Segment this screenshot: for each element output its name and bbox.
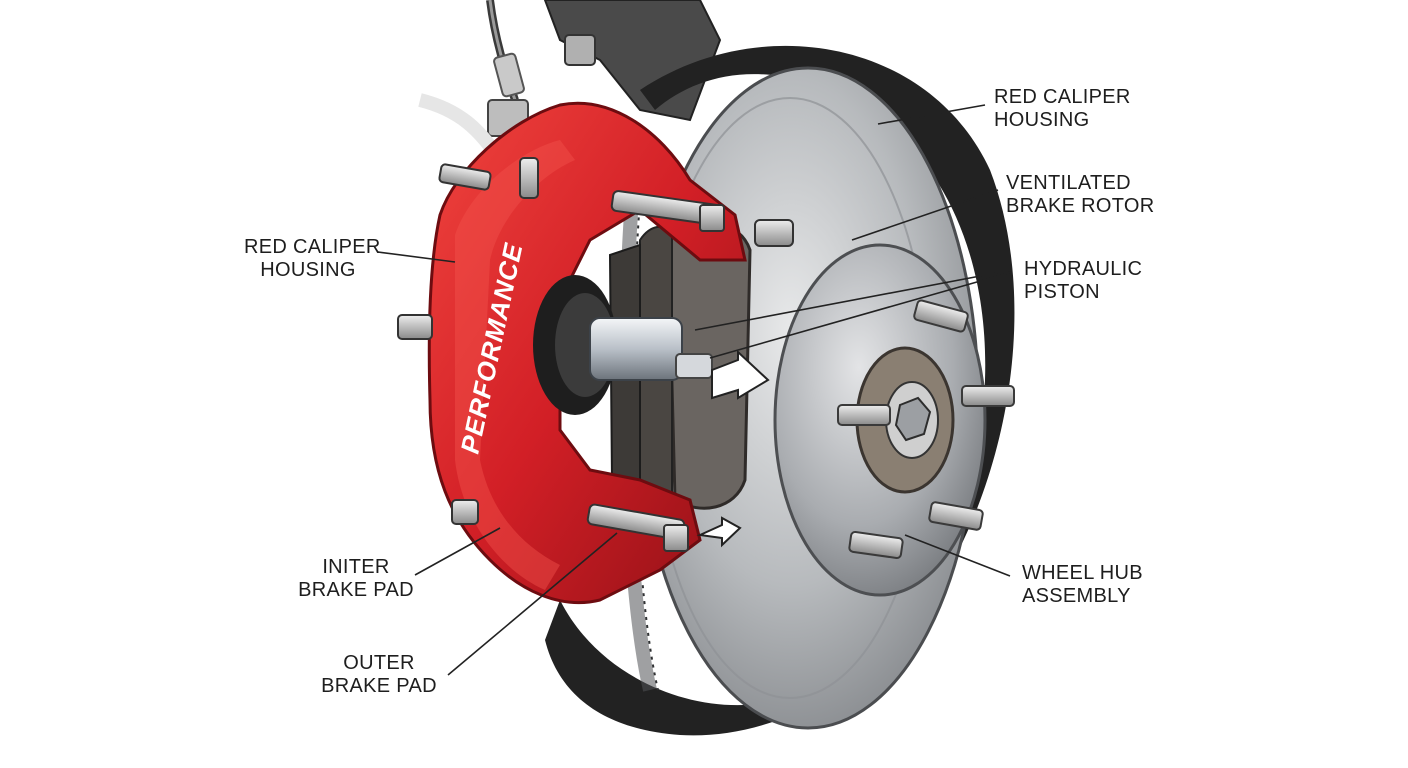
callout-line2: HOUSING xyxy=(260,259,356,281)
callout-inner-brake-pad: INITER BRAKE PAD xyxy=(298,556,414,602)
callout-line1: WHEEL HUB xyxy=(1022,562,1143,584)
callout-line2: BRAKE PAD xyxy=(298,579,414,601)
guide-bolts xyxy=(397,157,794,552)
callout-caliper-housing-right: RED CALIPER HOUSING xyxy=(994,86,1131,132)
callout-line2: BRAKE PAD xyxy=(321,675,437,697)
callout-line1: VENTILATED xyxy=(1006,172,1131,194)
callout-line2: PISTON xyxy=(1024,281,1100,303)
hydraulic-piston xyxy=(589,317,713,381)
callout-line1: RED CALIPER xyxy=(244,236,381,258)
dust-shield xyxy=(545,45,1015,736)
callout-hydraulic-piston: HYDRAULIC PISTON xyxy=(1024,258,1142,304)
callout-line1: RED CALIPER xyxy=(994,86,1131,108)
callout-wheel-hub: WHEEL HUB ASSEMBLY xyxy=(1022,562,1143,608)
motion-arrows xyxy=(696,349,770,548)
callout-line2: BRAKE ROTOR xyxy=(1006,195,1155,217)
callout-outer-brake-pad: OUTER BRAKE PAD xyxy=(320,652,438,698)
callout-lines xyxy=(377,104,1013,676)
callout-caliper-housing-left: RED CALIPER HOUSING xyxy=(244,236,381,282)
callout-line2: ASSEMBLY xyxy=(1022,585,1131,607)
callout-line1: HYDRAULIC xyxy=(1024,258,1143,280)
callout-line1: INITER xyxy=(322,556,390,578)
callout-line1: OUTER xyxy=(343,652,415,674)
callout-line2: HOUSING xyxy=(994,109,1090,131)
callout-ventilated-rotor: VENTILATED BRAKE ROTOR xyxy=(1006,172,1155,218)
lug-studs xyxy=(837,299,1015,560)
